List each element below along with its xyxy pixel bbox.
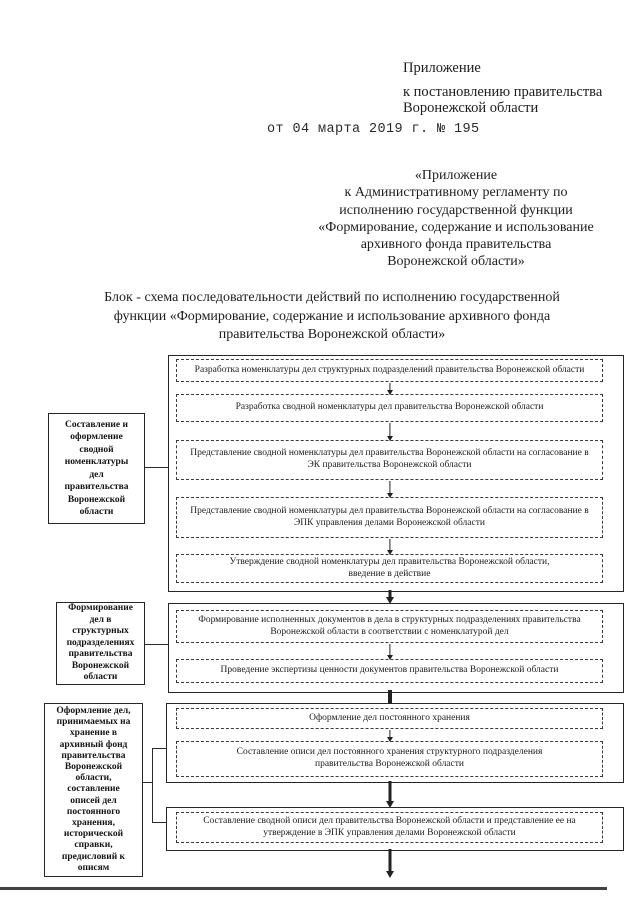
down-arrow-icon [385,539,394,555]
down-arrow-icon [385,481,394,498]
flow-step-1-5: Утверждение сводной номенклатуры дел пра… [176,554,603,583]
flow-step-3-2: Составление описи дел постоянного хранен… [176,741,603,777]
stage-label-1: Составление и оформление сводной номенкл… [48,413,145,524]
down-arrow-icon [385,383,394,395]
flow-step-4-1: Составление сводной описи дел правительс… [176,812,603,843]
down-arrow-bold-icon [384,781,396,808]
header-issuer: к постановлению правительства Воронежско… [403,84,603,116]
flow-step-1-1: Разработка номенклатуры дел структурных … [176,359,603,382]
page-bottom-edge [0,887,607,890]
stage-group-2 [168,603,624,693]
flow-step-1-2: Разработка сводной номенклатуры дел прав… [176,394,603,422]
flow-step-2-1: Формирование исполненных документов в де… [176,610,603,643]
connector-branch-lower [152,822,167,824]
down-arrow-icon [385,730,394,742]
diagram-title: Блок - схема последовательности действий… [104,290,560,342]
flow-step-2-2: Проведение экспертизы ценности документо… [176,659,603,683]
header-appendix-word: Приложение [403,60,481,76]
stage-group-3 [166,703,624,783]
connector-line-stage2 [145,644,168,646]
down-arrow-icon [385,423,394,441]
down-arrow-bold-icon [384,849,396,878]
connector-bracket-stage3 [152,748,154,823]
flow-step-3-1: Оформление дел постоянного хранения [176,708,603,729]
stage-label-2: Формирование дел в структурных подраздел… [56,602,145,685]
down-arrow-icon [385,644,394,660]
connector-line-stage3 [142,782,153,784]
flow-step-1-4: Представление сводной номенклатуры дел п… [176,497,603,538]
down-arrow-bold-icon [384,590,396,604]
connector-branch-upper [152,748,167,750]
stage-group-4 [166,807,624,851]
appendix-reference: «Приложение к Административному регламен… [318,168,594,270]
connector-line-stage1 [145,467,168,469]
header-date-line: от 04 марта 2019 г. № 195 [267,122,480,137]
down-connector-bold [388,690,392,704]
stage-label-3: Оформление дел, принимаемых на хранение … [44,703,143,877]
flow-step-1-3: Представление сводной номенклатуры дел п… [176,440,603,480]
